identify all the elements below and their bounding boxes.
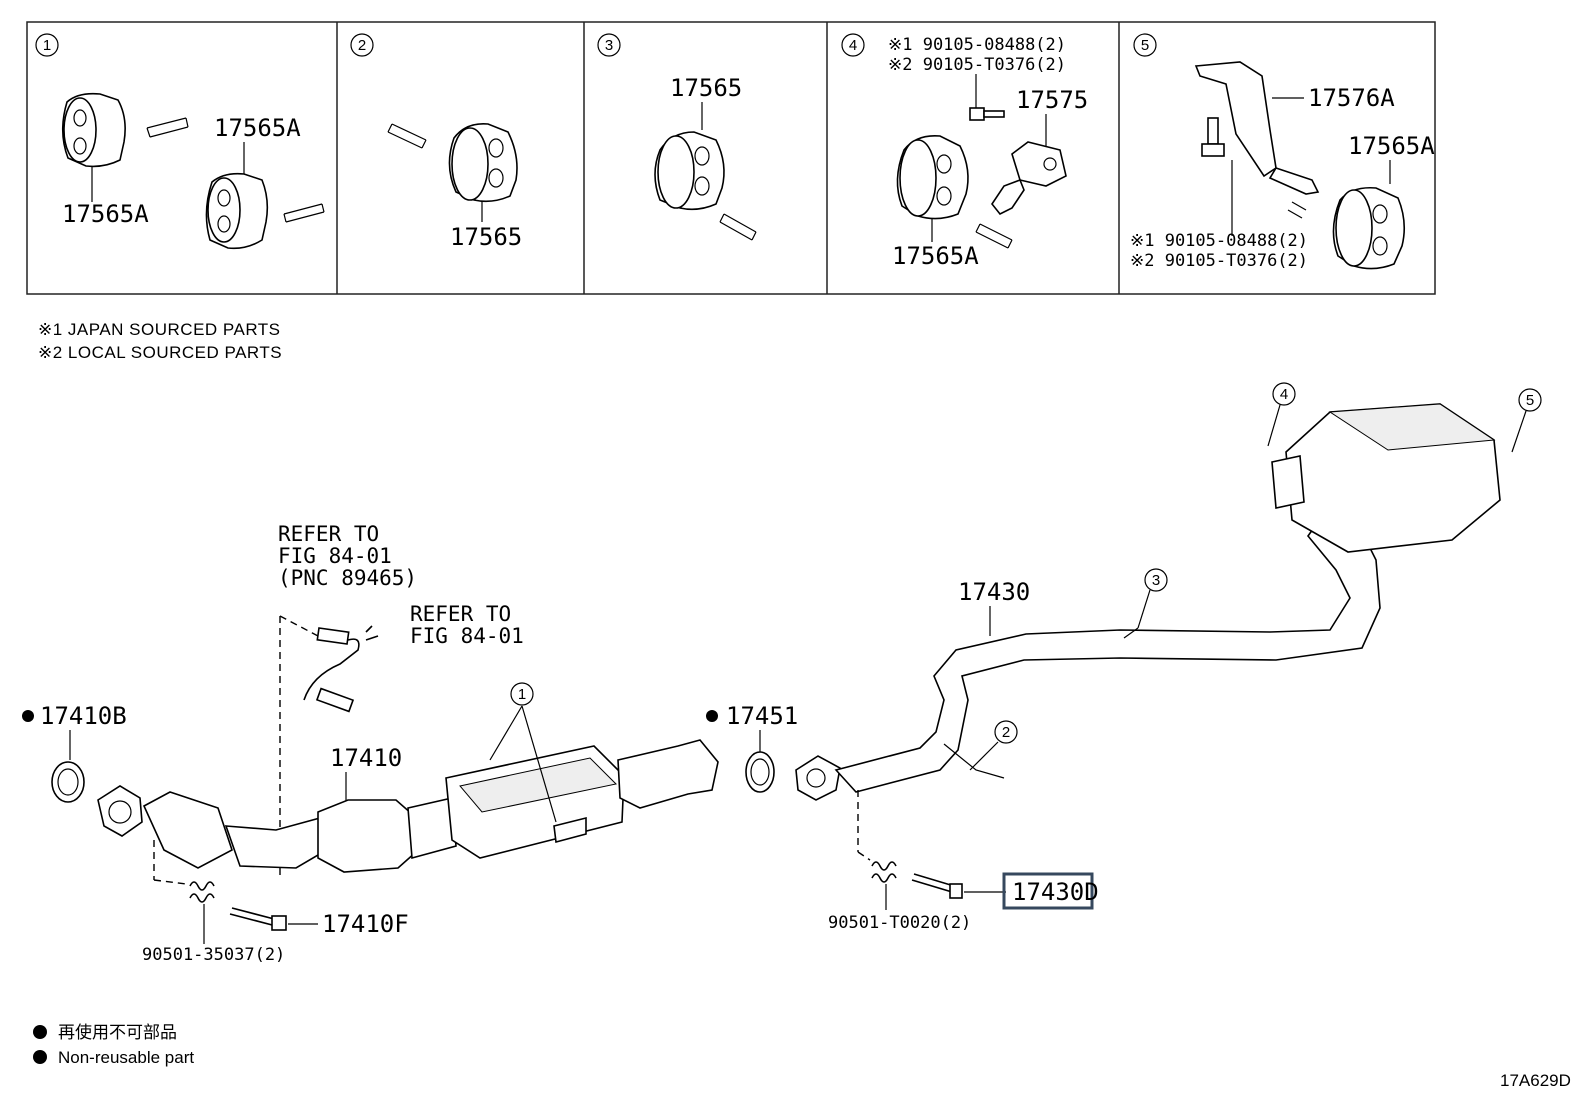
panel-4-number: 4 bbox=[841, 33, 865, 57]
source-note-2: ※2 90105-T0376(2) bbox=[1130, 251, 1308, 271]
hanger-rod bbox=[387, 123, 427, 149]
source-note-2: ※2 90105-T0376(2) bbox=[888, 55, 1066, 75]
non-reusable-dot bbox=[706, 710, 718, 722]
callout-4: 4 bbox=[1267, 382, 1296, 447]
figure-id: 17A629D bbox=[1500, 1071, 1571, 1090]
bracket bbox=[1194, 61, 1320, 195]
panel-1-number: 1 bbox=[35, 33, 59, 57]
callout-2: 2 bbox=[969, 720, 1018, 771]
part-label-90501-35037: 90501-35037(2) bbox=[142, 945, 285, 965]
svg-text:4: 4 bbox=[1280, 386, 1288, 403]
callout-3: 3 bbox=[1137, 568, 1168, 629]
svg-text:4: 4 bbox=[849, 37, 857, 54]
refer-text: REFER TO bbox=[410, 602, 511, 626]
gasket bbox=[745, 751, 775, 793]
callout-1: 1 bbox=[489, 682, 557, 823]
bolt bbox=[1201, 117, 1225, 157]
bolt bbox=[229, 907, 287, 931]
svg-text:5: 5 bbox=[1526, 392, 1534, 409]
callout-5: 5 bbox=[1511, 388, 1542, 453]
svg-text:2: 2 bbox=[1002, 724, 1010, 741]
flange-gasket-dash bbox=[153, 840, 187, 885]
bolt bbox=[911, 873, 963, 899]
hanger-rod bbox=[975, 223, 1013, 249]
panel-row bbox=[26, 21, 1436, 295]
panel-frame bbox=[26, 21, 1436, 295]
part-label-17565: 17565 bbox=[670, 74, 742, 102]
refer-text: FIG 84-01 bbox=[278, 544, 392, 568]
non-reusable-dot bbox=[33, 1025, 47, 1039]
part-label-17410: 17410 bbox=[330, 744, 402, 772]
muffler bbox=[1271, 403, 1501, 553]
hanger-rubber bbox=[654, 131, 725, 211]
hanger-rubber bbox=[1332, 186, 1406, 270]
dash-guide bbox=[857, 790, 871, 861]
front-pipe-catalyst bbox=[97, 739, 719, 873]
part-label-17565: 17565 bbox=[450, 223, 522, 251]
panel-2-number: 2 bbox=[350, 33, 374, 57]
part-label-17410F: 17410F bbox=[322, 910, 409, 938]
hanger-rubber bbox=[205, 172, 269, 250]
non-reusable-dot bbox=[33, 1050, 47, 1064]
refer-text: REFER TO bbox=[278, 522, 379, 546]
hanger-rubber bbox=[896, 134, 969, 220]
legend-japanese: 再使用不可部品 bbox=[58, 1022, 177, 1043]
source-note-1: ※1 90105-08488(2) bbox=[888, 35, 1066, 55]
bracket bbox=[991, 141, 1067, 216]
panel-5-number: 5 bbox=[1133, 33, 1157, 57]
highlight-box bbox=[1002, 872, 1094, 910]
compression-spring bbox=[871, 861, 897, 883]
svg-text:5: 5 bbox=[1141, 37, 1149, 54]
part-label-17576A: 17576A bbox=[1308, 84, 1395, 112]
tail-pipe-assembly bbox=[795, 507, 1381, 801]
part-label-17565A: 17565A bbox=[892, 242, 979, 270]
hanger-rubber bbox=[61, 92, 126, 168]
svg-text:3: 3 bbox=[605, 37, 613, 54]
svg-text:3: 3 bbox=[1152, 572, 1160, 589]
refer-text: (PNC 89465) bbox=[278, 566, 417, 590]
hanger-rod bbox=[146, 117, 189, 138]
part-label-17451: 17451 bbox=[726, 702, 798, 730]
source-note-japan: ※1 JAPAN SOURCED PARTS bbox=[38, 320, 281, 339]
hanger-rubber bbox=[448, 122, 518, 203]
part-label-17430D: 17430D bbox=[1012, 878, 1099, 906]
part-label-17430: 17430 bbox=[958, 578, 1030, 606]
gasket bbox=[51, 761, 85, 803]
hanger-rod bbox=[1287, 201, 1307, 219]
source-note-1: ※1 90105-08488(2) bbox=[1130, 231, 1308, 251]
part-label-17565A: 17565A bbox=[1348, 132, 1435, 160]
panel-3-number: 3 bbox=[597, 33, 621, 57]
part-label-17575: 17575 bbox=[1016, 86, 1088, 114]
hanger-rod bbox=[283, 203, 325, 223]
compression-spring bbox=[189, 881, 215, 903]
refer-text: FIG 84-01 bbox=[410, 624, 524, 648]
legend-english: Non-reusable part bbox=[58, 1048, 194, 1067]
part-label-90501-T0020: 90501-T0020(2) bbox=[828, 913, 971, 933]
part-label-17565A: 17565A bbox=[62, 200, 149, 228]
svg-text:1: 1 bbox=[43, 37, 51, 54]
non-reusable-dot bbox=[22, 710, 34, 722]
hanger-rod bbox=[719, 213, 757, 241]
svg-text:1: 1 bbox=[518, 686, 526, 703]
bolt bbox=[969, 107, 1005, 121]
part-label-17565A: 17565A bbox=[214, 114, 301, 142]
part-label-17410B: 17410B bbox=[40, 702, 127, 730]
svg-text:2: 2 bbox=[358, 37, 366, 54]
source-note-local: ※2 LOCAL SOURCED PARTS bbox=[38, 343, 282, 362]
